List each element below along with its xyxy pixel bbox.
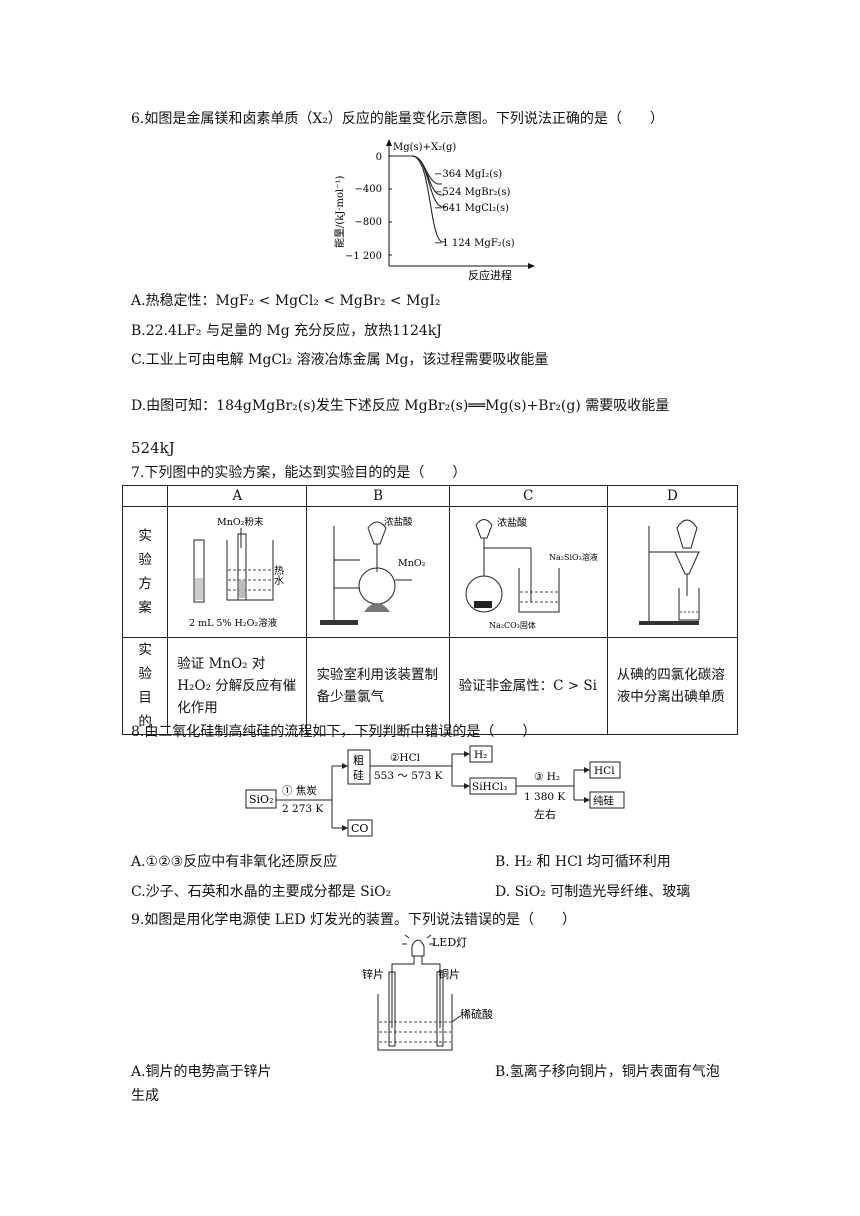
svg-text:2 mL 5% H₂O₂溶液: 2 mL 5% H₂O₂溶液 (189, 617, 278, 629)
svg-text:热水: 热水 (272, 564, 284, 585)
curve-mgbr2: −524 MgBr₂(s) (434, 187, 510, 198)
svg-text:MnO₂: MnO₂ (398, 558, 426, 569)
experiment-table: A B C D 实验方案 MnO₂粉末 热水 2 mL 5% H₂O₂溶液 (121, 485, 739, 735)
svg-text:浓盐酸: 浓盐酸 (384, 516, 413, 528)
q6-option-b: B.22.4LF₂ 与足量的 Mg 充分反应，放热1124kJ (131, 323, 442, 339)
tick-0: 0 (376, 152, 382, 163)
y-axis-label: 能量/(kJ·mol⁻¹) (333, 175, 346, 248)
q9-option-b-cont: 生成 (131, 1088, 159, 1104)
svg-text:纯硅: 纯硅 (593, 794, 614, 807)
goal-d: 从碘的四氯化碳溶液中分离出碘单质 (606, 637, 739, 735)
svg-text:① 焦炭: ① 焦炭 (282, 784, 317, 797)
curve-mgcl2: −641 MgCl₂(s) (434, 203, 509, 214)
svg-text:H₂: H₂ (474, 749, 487, 761)
q9-stem: 9.如图是用化学电源使 LED 灯发光的装置。下列说法错误的是（ ） (131, 912, 576, 928)
q8-option-a: A.①②③反应中有非氧化还原反应 (131, 854, 338, 870)
svg-text:Na₂CO₃固体: Na₂CO₃固体 (489, 620, 536, 630)
row-label-goal: 实验目的 (121, 637, 169, 735)
svg-text:CO: CO (351, 822, 368, 835)
led-cell-diagram: LED灯 锌片 铜片 稀硫酸 (362, 934, 493, 1051)
q6-option-a: A.热稳定性：MgF₂ < MgCl₂ < MgBr₂ < MgI₂ (131, 293, 441, 309)
curve-mgf2: −1 124 MgF₂(s) (434, 238, 515, 249)
svg-text:2 273 K: 2 273 K (282, 803, 323, 815)
goal-c: 验证非金属性：C > Si (448, 637, 608, 735)
col-header-a: A (167, 485, 308, 507)
start-label: Mg(s)+X₂(g) (393, 142, 456, 153)
svg-text:粗: 粗 (353, 754, 364, 767)
diagram-a: MnO₂粉末 热水 2 mL 5% H₂O₂溶液 (167, 506, 308, 638)
svg-text:左右: 左右 (534, 807, 556, 821)
goal-b: 实验室利用该装置制备少量氯气 (306, 637, 450, 735)
svg-text:②HCl: ②HCl (390, 752, 421, 764)
acid-label: 稀硫酸 (460, 1007, 493, 1021)
svg-text:SiO₂: SiO₂ (249, 793, 273, 806)
q7-stem: 7.下列图中的实验方案，能达到实验目的的是（ ） (131, 465, 467, 481)
q8-option-b: B. H₂ 和 HCl 均可循环利用 (495, 854, 671, 870)
q8-option-d: D. SiO₂ 可制造光导纤维、玻璃 (495, 884, 691, 900)
svg-text:MnO₂粉末: MnO₂粉末 (217, 516, 264, 528)
goal-a: 验证 MnO₂ 对 H₂O₂ 分解反应有催化作用 (167, 637, 308, 735)
curve-mgi2: −364 MgI₂(s) (434, 169, 502, 180)
x-axis-label: 反应进程 (468, 268, 512, 282)
tick-1200: −1 200 (345, 251, 382, 262)
svg-text:浓盐酸: 浓盐酸 (497, 516, 527, 529)
tick-800: −800 (355, 217, 382, 228)
q9-option-a: A.铜片的电势高于锌片 (131, 1064, 272, 1080)
tick-400: −400 (355, 184, 382, 195)
q8-option-c: C.沙子、石英和水晶的主要成分都是 SiO₂ (131, 884, 392, 900)
q9-option-b: B.氢离子移向铜片，铜片表面有气泡 (495, 1064, 720, 1080)
col-header-d: D (606, 485, 739, 507)
svg-text:硅: 硅 (353, 769, 364, 782)
zinc-label: 锌片 (362, 967, 384, 981)
diagram-b: 浓盐酸 MnO₂ (306, 506, 450, 638)
svg-text:Na₂SiO₃溶液: Na₂SiO₃溶液 (549, 552, 598, 562)
svg-text:SiHCl₃: SiHCl₃ (472, 781, 507, 793)
q6-option-d-cont: 524kJ (131, 439, 175, 457)
q8-stem: 8.由二氧化硅制高纯硅的流程如下，下列判断中错误的是（ ） (131, 724, 537, 740)
diagram-c: 浓盐酸 Na₂SiO₃溶液 Na₂CO₃固体 (448, 506, 608, 638)
silicon-flow-diagram: SiO₂ ① 焦炭 2 273 K 粗 硅 CO ②HCl 553 ～ 573 … (245, 745, 625, 837)
svg-text:553 ～ 573 K: 553 ～ 573 K (374, 770, 443, 782)
copper-label: 铜片 (438, 967, 460, 981)
q6-option-c: C.工业上可由电解 MgCl₂ 溶液冶炼金属 Mg，该过程需要吸收能量 (131, 352, 549, 368)
q6-stem: 6.如图是金属镁和卤素单质（X₂）反应的能量变化示意图。下列说法正确的是（ ） (131, 111, 664, 127)
q6-option-d: D.由图可知：184gMgBr₂(s)发生下述反应 MgBr₂(s)══Mg(s… (131, 398, 670, 414)
svg-text:③ H₂: ③ H₂ (534, 771, 560, 783)
energy-diagram: 0 −400 −800 −1 200 能量/(kJ·mol⁻¹) 反应进程 Mg… (333, 139, 535, 282)
row-label-scheme: 实验方案 (121, 506, 169, 638)
col-header-c: C (448, 485, 608, 507)
svg-text:HCl: HCl (594, 765, 615, 777)
col-header-b: B (306, 485, 450, 507)
diagram-d (606, 506, 739, 638)
svg-text:1 380 K: 1 380 K (524, 791, 565, 803)
led-label: LED灯 (432, 936, 467, 949)
